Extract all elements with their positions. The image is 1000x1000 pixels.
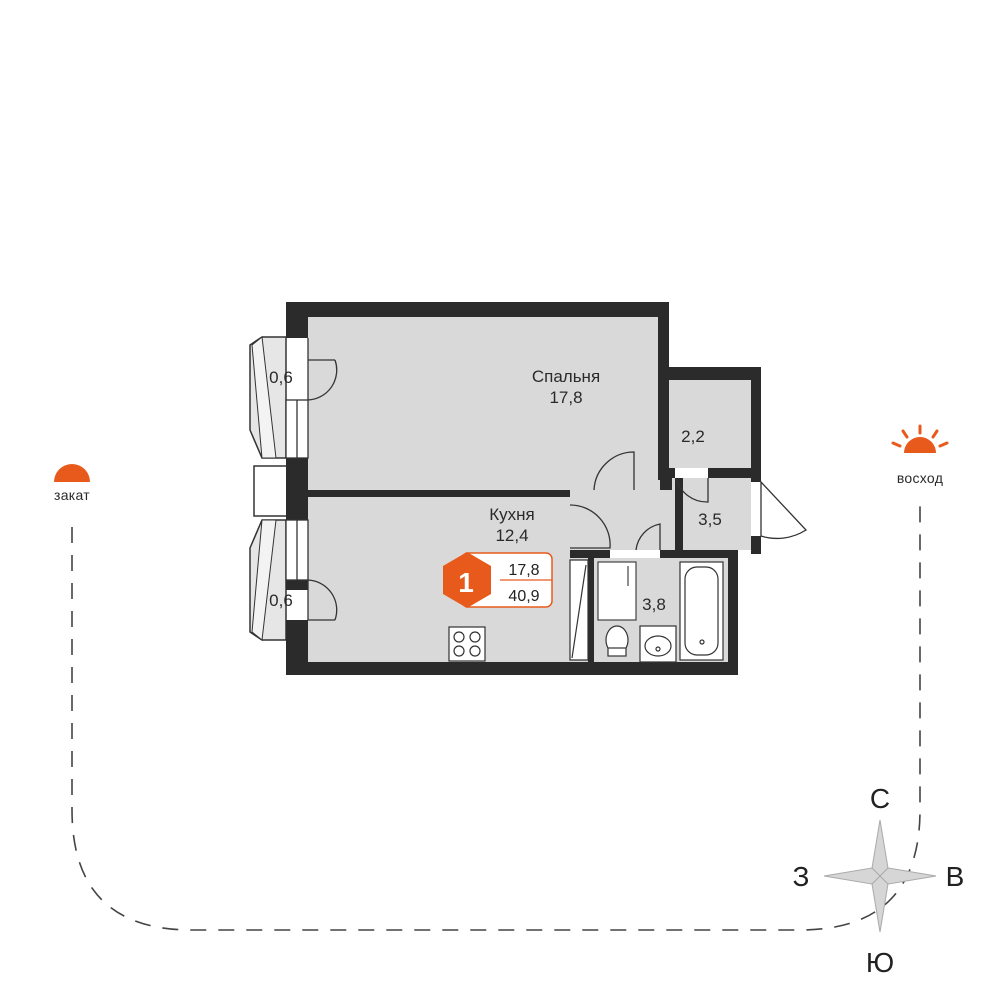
compass-south: Ю bbox=[866, 947, 894, 978]
walls bbox=[286, 302, 761, 675]
bedroom-area: 17,8 bbox=[549, 388, 582, 407]
window-bay bbox=[253, 465, 289, 517]
storage-area: 2,2 bbox=[681, 427, 705, 446]
balcony-top-area: 0,6 bbox=[269, 368, 293, 387]
hall-area: 3,5 bbox=[698, 510, 722, 529]
room-count-hexagon bbox=[443, 552, 491, 608]
doors bbox=[307, 338, 808, 621]
compass-star-icon bbox=[823, 819, 937, 933]
sunrise-icon bbox=[891, 424, 949, 453]
kitchen-name: Кухня bbox=[489, 505, 535, 524]
washer-icon bbox=[597, 561, 637, 621]
kitchen-area: 12,4 bbox=[495, 526, 528, 545]
balcony-top bbox=[249, 336, 287, 459]
toilet-icon bbox=[605, 625, 629, 657]
balcony-bottom-area: 0,6 bbox=[269, 591, 293, 610]
stove-icon bbox=[448, 626, 486, 662]
bathtub-icon bbox=[679, 561, 724, 661]
compass-north: С bbox=[870, 783, 890, 814]
windows bbox=[285, 399, 309, 581]
shaft bbox=[569, 559, 589, 661]
sunset-label: закат bbox=[54, 487, 90, 503]
sink-icon bbox=[639, 625, 677, 663]
sun-path bbox=[71, 500, 921, 931]
sunset-icon bbox=[54, 464, 90, 482]
balcony-bottom bbox=[249, 519, 287, 641]
living-area: 17,8 bbox=[508, 562, 539, 579]
sunrise-label: восход bbox=[897, 470, 943, 486]
apartment-badge: 1 17,8 40,9 bbox=[443, 552, 553, 608]
bathroom-area: 3,8 bbox=[642, 595, 666, 614]
total-area: 40,9 bbox=[508, 588, 539, 605]
compass-west: З bbox=[793, 861, 810, 892]
room-count: 1 bbox=[458, 567, 474, 598]
compass-east: В bbox=[946, 861, 965, 892]
bedroom-name: Спальня bbox=[532, 367, 600, 386]
